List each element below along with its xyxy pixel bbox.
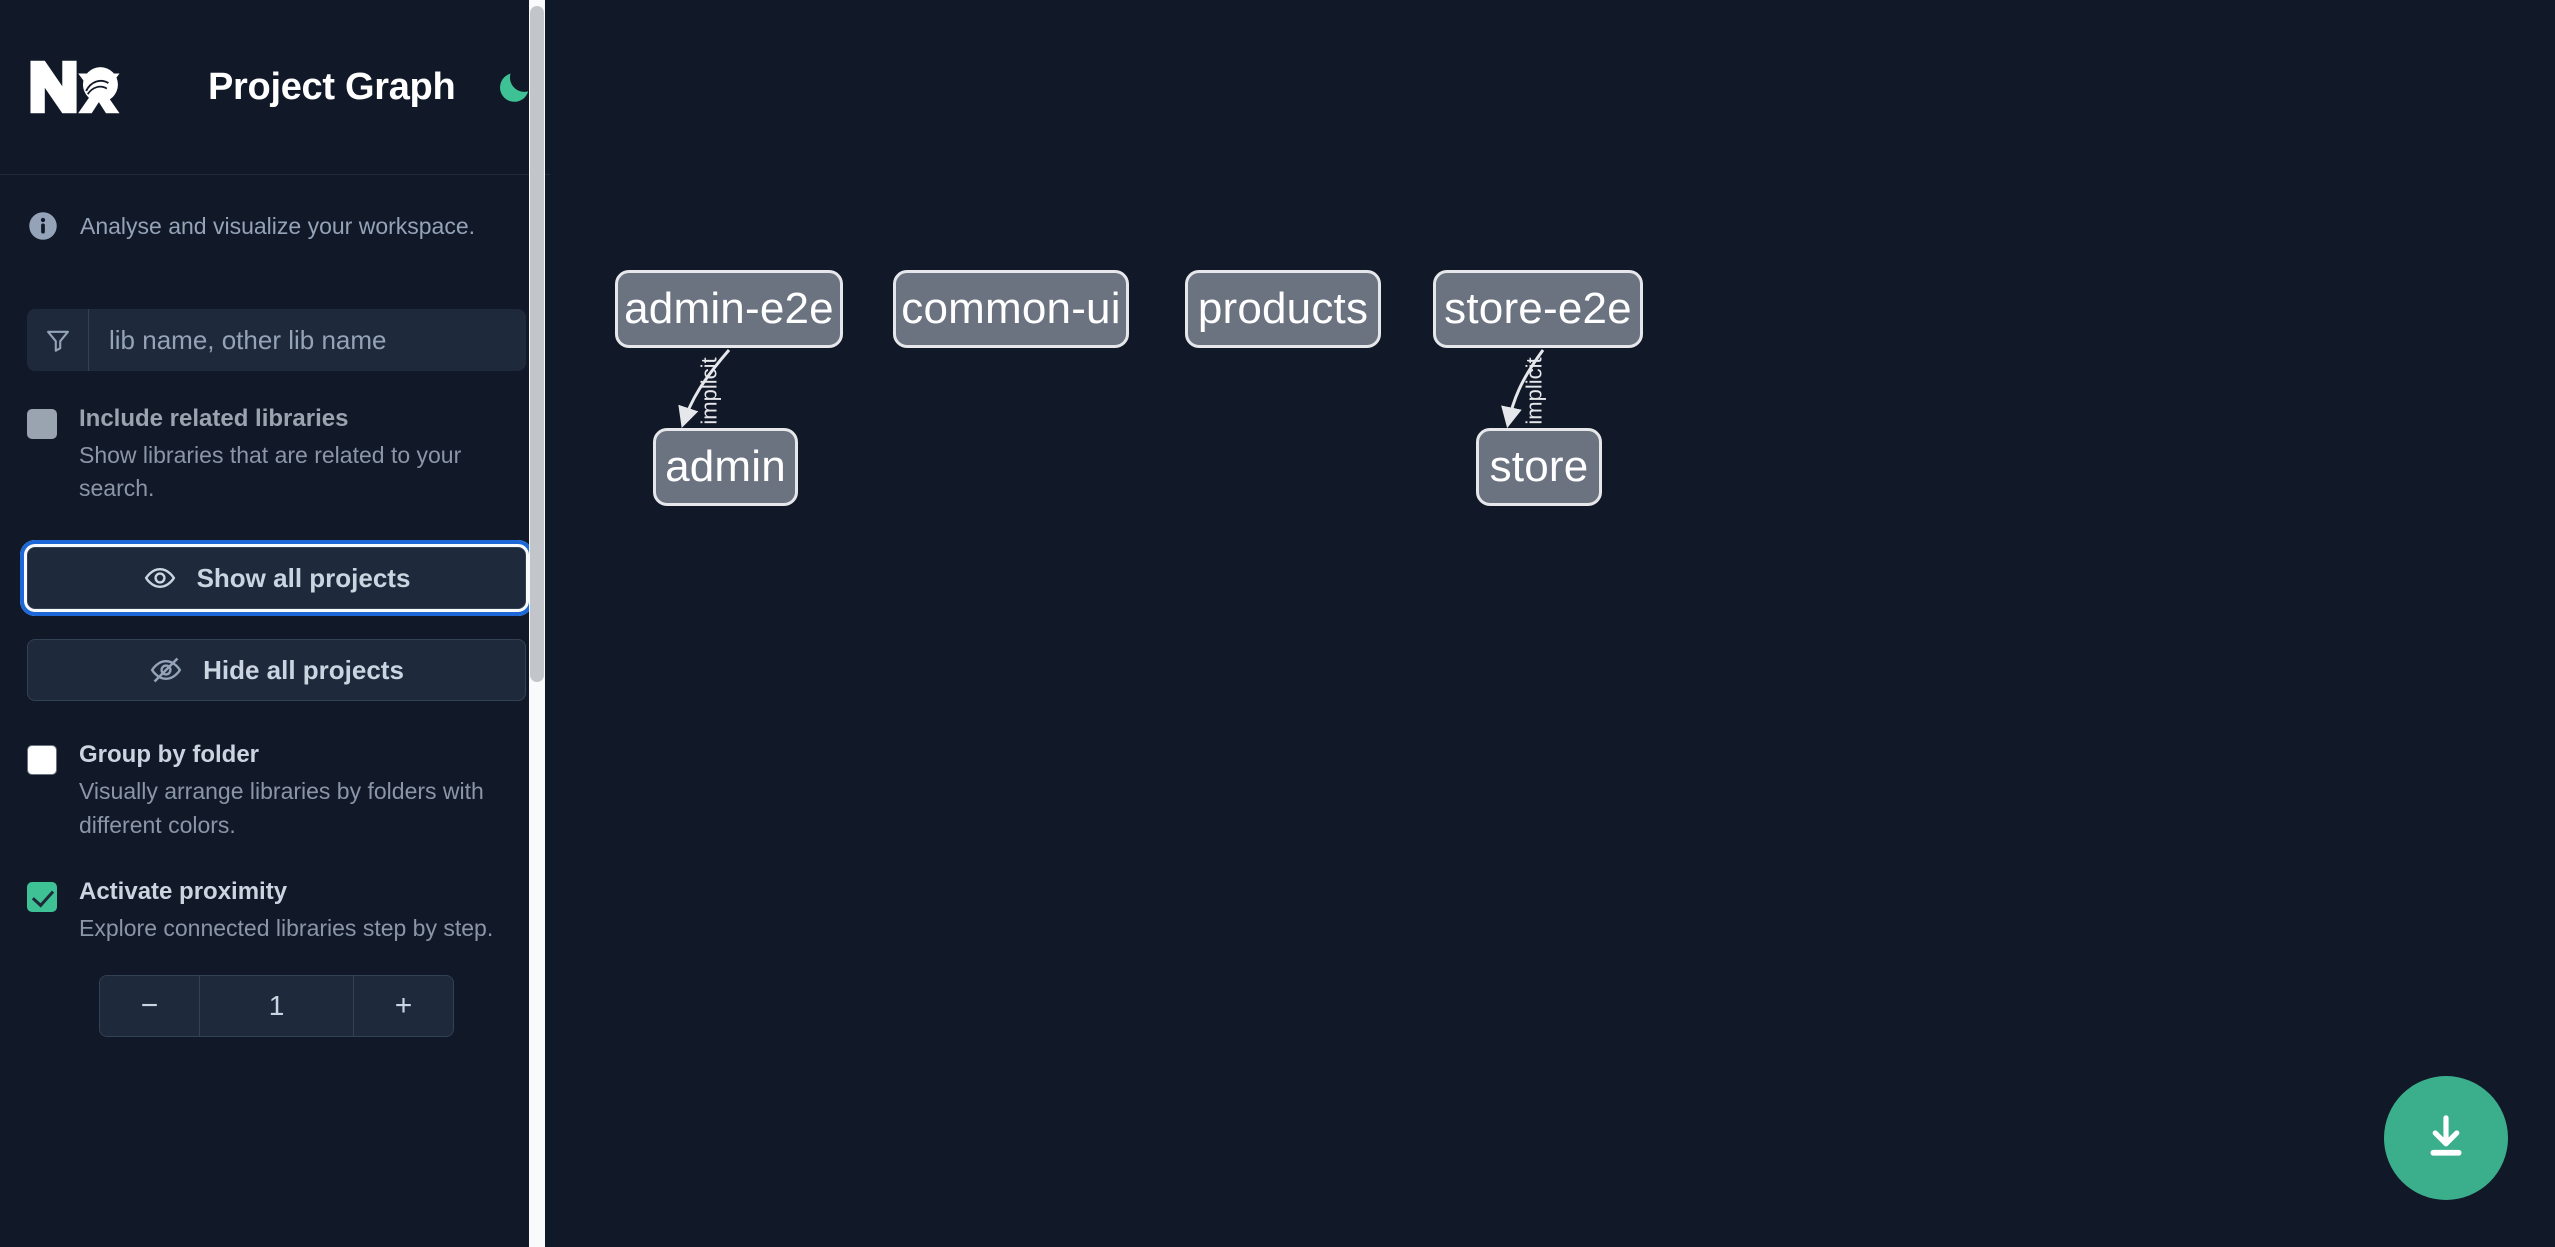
page-title: Project Graph xyxy=(208,65,456,108)
graph-node-admin-e2e[interactable]: admin-e2e xyxy=(615,270,843,348)
option-description: Visually arrange libraries by folders wi… xyxy=(79,778,484,838)
sidebar: Project Graph Analyse and visualize your… xyxy=(0,0,553,1247)
sidebar-scrollbar[interactable] xyxy=(529,0,545,1247)
option-group-by-folder[interactable]: Group by folder Visually arrange librari… xyxy=(0,741,553,841)
download-button[interactable] xyxy=(2384,1076,2508,1200)
hide-all-projects-label: Hide all projects xyxy=(203,654,404,685)
stepper-decrement-button[interactable]: − xyxy=(100,976,200,1037)
filter-section xyxy=(0,309,553,371)
sidebar-content: Project Graph Analyse and visualize your… xyxy=(0,0,553,1038)
graph-node-admin[interactable]: admin xyxy=(653,428,798,506)
nx-logo-icon xyxy=(27,56,123,118)
checkbox-include-related-libraries[interactable] xyxy=(27,409,57,439)
show-all-projects-button[interactable]: Show all projects xyxy=(20,540,533,617)
show-all-projects-label: Show all projects xyxy=(196,562,411,593)
checkbox-activate-proximity[interactable] xyxy=(27,881,57,912)
graph-canvas[interactable]: implicit implicit admin-e2e common-ui pr… xyxy=(553,0,2555,1247)
filter-funnel-icon xyxy=(27,309,89,371)
brand-row: Project Graph xyxy=(0,0,553,175)
graph-node-products[interactable]: products xyxy=(1185,270,1381,348)
option-text: Group by folder Visually arrange librari… xyxy=(79,741,524,841)
option-text: Activate proximity Explore connected lib… xyxy=(79,878,493,945)
option-description: Show libraries that are related to your … xyxy=(79,441,462,502)
filter-box[interactable] xyxy=(27,309,526,371)
edge-label-admin-implicit: implicit xyxy=(696,357,722,425)
stepper-value: 1 xyxy=(200,976,353,1037)
eye-icon xyxy=(143,561,177,595)
graph-node-store[interactable]: store xyxy=(1476,428,1602,506)
option-activate-proximity[interactable]: Activate proximity Explore connected lib… xyxy=(0,878,553,945)
graph-edges xyxy=(678,349,1545,429)
visibility-buttons: Show all projects Hide all projects xyxy=(0,540,553,702)
moon-icon[interactable] xyxy=(493,66,535,108)
edge-label-store-implicit: implicit xyxy=(1521,357,1547,425)
tagline-text: Analyse and visualize your workspace. xyxy=(80,212,476,239)
sidebar-scrollbar-thumb[interactable] xyxy=(530,6,544,682)
option-label: Group by folder xyxy=(79,741,259,769)
hide-all-projects-button[interactable]: Hide all projects xyxy=(27,639,526,702)
option-label: Activate proximity xyxy=(79,877,288,905)
eye-off-icon xyxy=(149,653,183,687)
download-icon xyxy=(2419,1110,2473,1167)
info-icon xyxy=(28,211,58,241)
graph-node-store-e2e[interactable]: store-e2e xyxy=(1433,270,1643,348)
quantity-stepper[interactable]: − 1 + xyxy=(99,975,454,1038)
option-include-related-libraries[interactable]: Include related libraries Show libraries… xyxy=(0,405,553,505)
proximity-stepper-wrap: − 1 + xyxy=(0,975,553,1038)
option-label: Include related libraries xyxy=(79,405,349,432)
option-text: Include related libraries Show libraries… xyxy=(79,405,524,505)
search-input[interactable] xyxy=(89,309,526,371)
tagline-row: Analyse and visualize your workspace. xyxy=(0,175,553,277)
option-description: Explore connected libraries step by step… xyxy=(79,914,494,941)
checkbox-group-by-folder[interactable] xyxy=(27,745,57,776)
stepper-increment-button[interactable]: + xyxy=(353,976,453,1037)
graph-node-common-ui[interactable]: common-ui xyxy=(893,270,1129,348)
sidebar-divider xyxy=(550,0,553,1247)
